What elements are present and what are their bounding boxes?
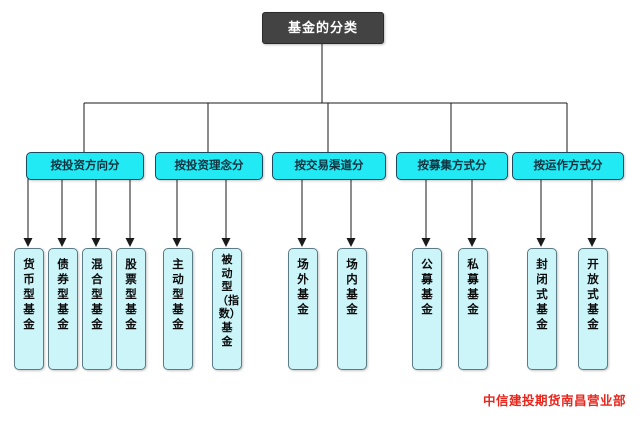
root-node-label: 基金的分类: [287, 20, 358, 36]
category-node-2[interactable]: 按交易渠道分: [272, 152, 386, 180]
leaf-node-label: 私募基金: [467, 257, 479, 316]
category-node-0[interactable]: 按投资方向分: [26, 152, 144, 180]
root-node: 基金的分类: [262, 12, 384, 44]
leaf-node-label: 债券型基金: [57, 257, 69, 331]
category-node-label: 按运作方式分: [533, 158, 603, 173]
leaf-node-4[interactable]: 主动型基金: [163, 248, 193, 370]
leaf-node-label: 股票型基金: [125, 257, 137, 331]
leaf-node-label: 被动型（指数）基金: [217, 253, 239, 348]
leaf-node-label: 公募基金: [421, 257, 433, 316]
category-node-4[interactable]: 按运作方式分: [512, 152, 624, 180]
category-node-label: 按交易渠道分: [294, 158, 364, 173]
leaf-node-11[interactable]: 开放式基金: [578, 248, 608, 370]
leaf-node-label: 主动型基金: [172, 257, 184, 331]
leaf-node-9[interactable]: 私募基金: [458, 248, 488, 370]
leaf-node-label: 封闭式基金: [536, 257, 548, 331]
leaf-node-5[interactable]: 被动型（指数）基金: [212, 248, 242, 370]
leaf-node-8[interactable]: 公募基金: [412, 248, 442, 370]
category-node-label: 按投资方向分: [50, 158, 120, 173]
leaf-node-0[interactable]: 货币型基金: [14, 248, 44, 370]
category-node-1[interactable]: 按投资理念分: [155, 152, 263, 180]
category-node-3[interactable]: 按募集方式分: [396, 152, 508, 180]
leaf-node-label: 场内基金: [346, 257, 358, 316]
leaf-node-7[interactable]: 场内基金: [337, 248, 367, 370]
footer-note: 中信建投期货南昌营业部: [482, 393, 626, 408]
category-node-label: 按投资理念分: [174, 158, 244, 173]
category-node-label: 按募集方式分: [417, 158, 487, 173]
leaf-node-label: 货币型基金: [23, 257, 35, 331]
leaf-node-6[interactable]: 场外基金: [288, 248, 318, 370]
leaf-node-label: 场外基金: [297, 257, 309, 316]
leaf-node-label: 混合型基金: [91, 257, 103, 331]
leaf-node-3[interactable]: 股票型基金: [116, 248, 146, 370]
leaf-node-label: 开放式基金: [587, 257, 599, 331]
leaf-node-1[interactable]: 债券型基金: [48, 248, 78, 370]
leaf-node-10[interactable]: 封闭式基金: [527, 248, 557, 370]
leaf-node-2[interactable]: 混合型基金: [82, 248, 112, 370]
